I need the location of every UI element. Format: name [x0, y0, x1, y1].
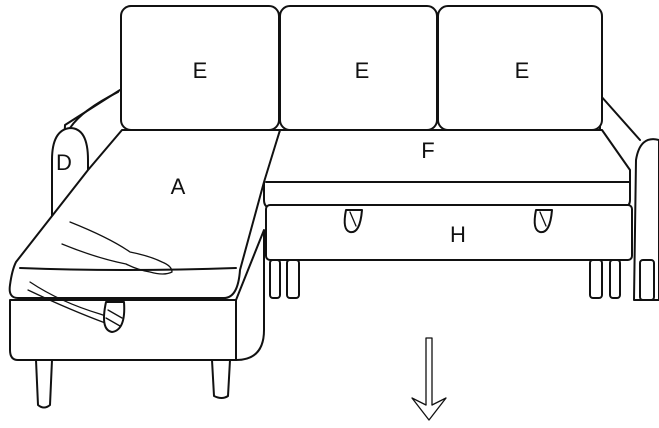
seat-cushion — [264, 130, 630, 208]
label-back-cushion-1: E — [193, 58, 208, 83]
arrow-down-icon — [412, 338, 446, 420]
label-storage-base: H — [450, 222, 466, 247]
label-left-arm: D — [56, 150, 72, 175]
storage-base — [266, 205, 632, 260]
chaise-legs — [36, 360, 230, 408]
sofa-legs-right — [270, 260, 654, 300]
label-back-cushion-3: E — [515, 58, 530, 83]
label-chaise-cushion: A — [171, 174, 186, 199]
chaise-cushion — [10, 130, 280, 298]
label-back-cushion-2: E — [355, 58, 370, 83]
label-seat-cushion: F — [421, 138, 434, 163]
